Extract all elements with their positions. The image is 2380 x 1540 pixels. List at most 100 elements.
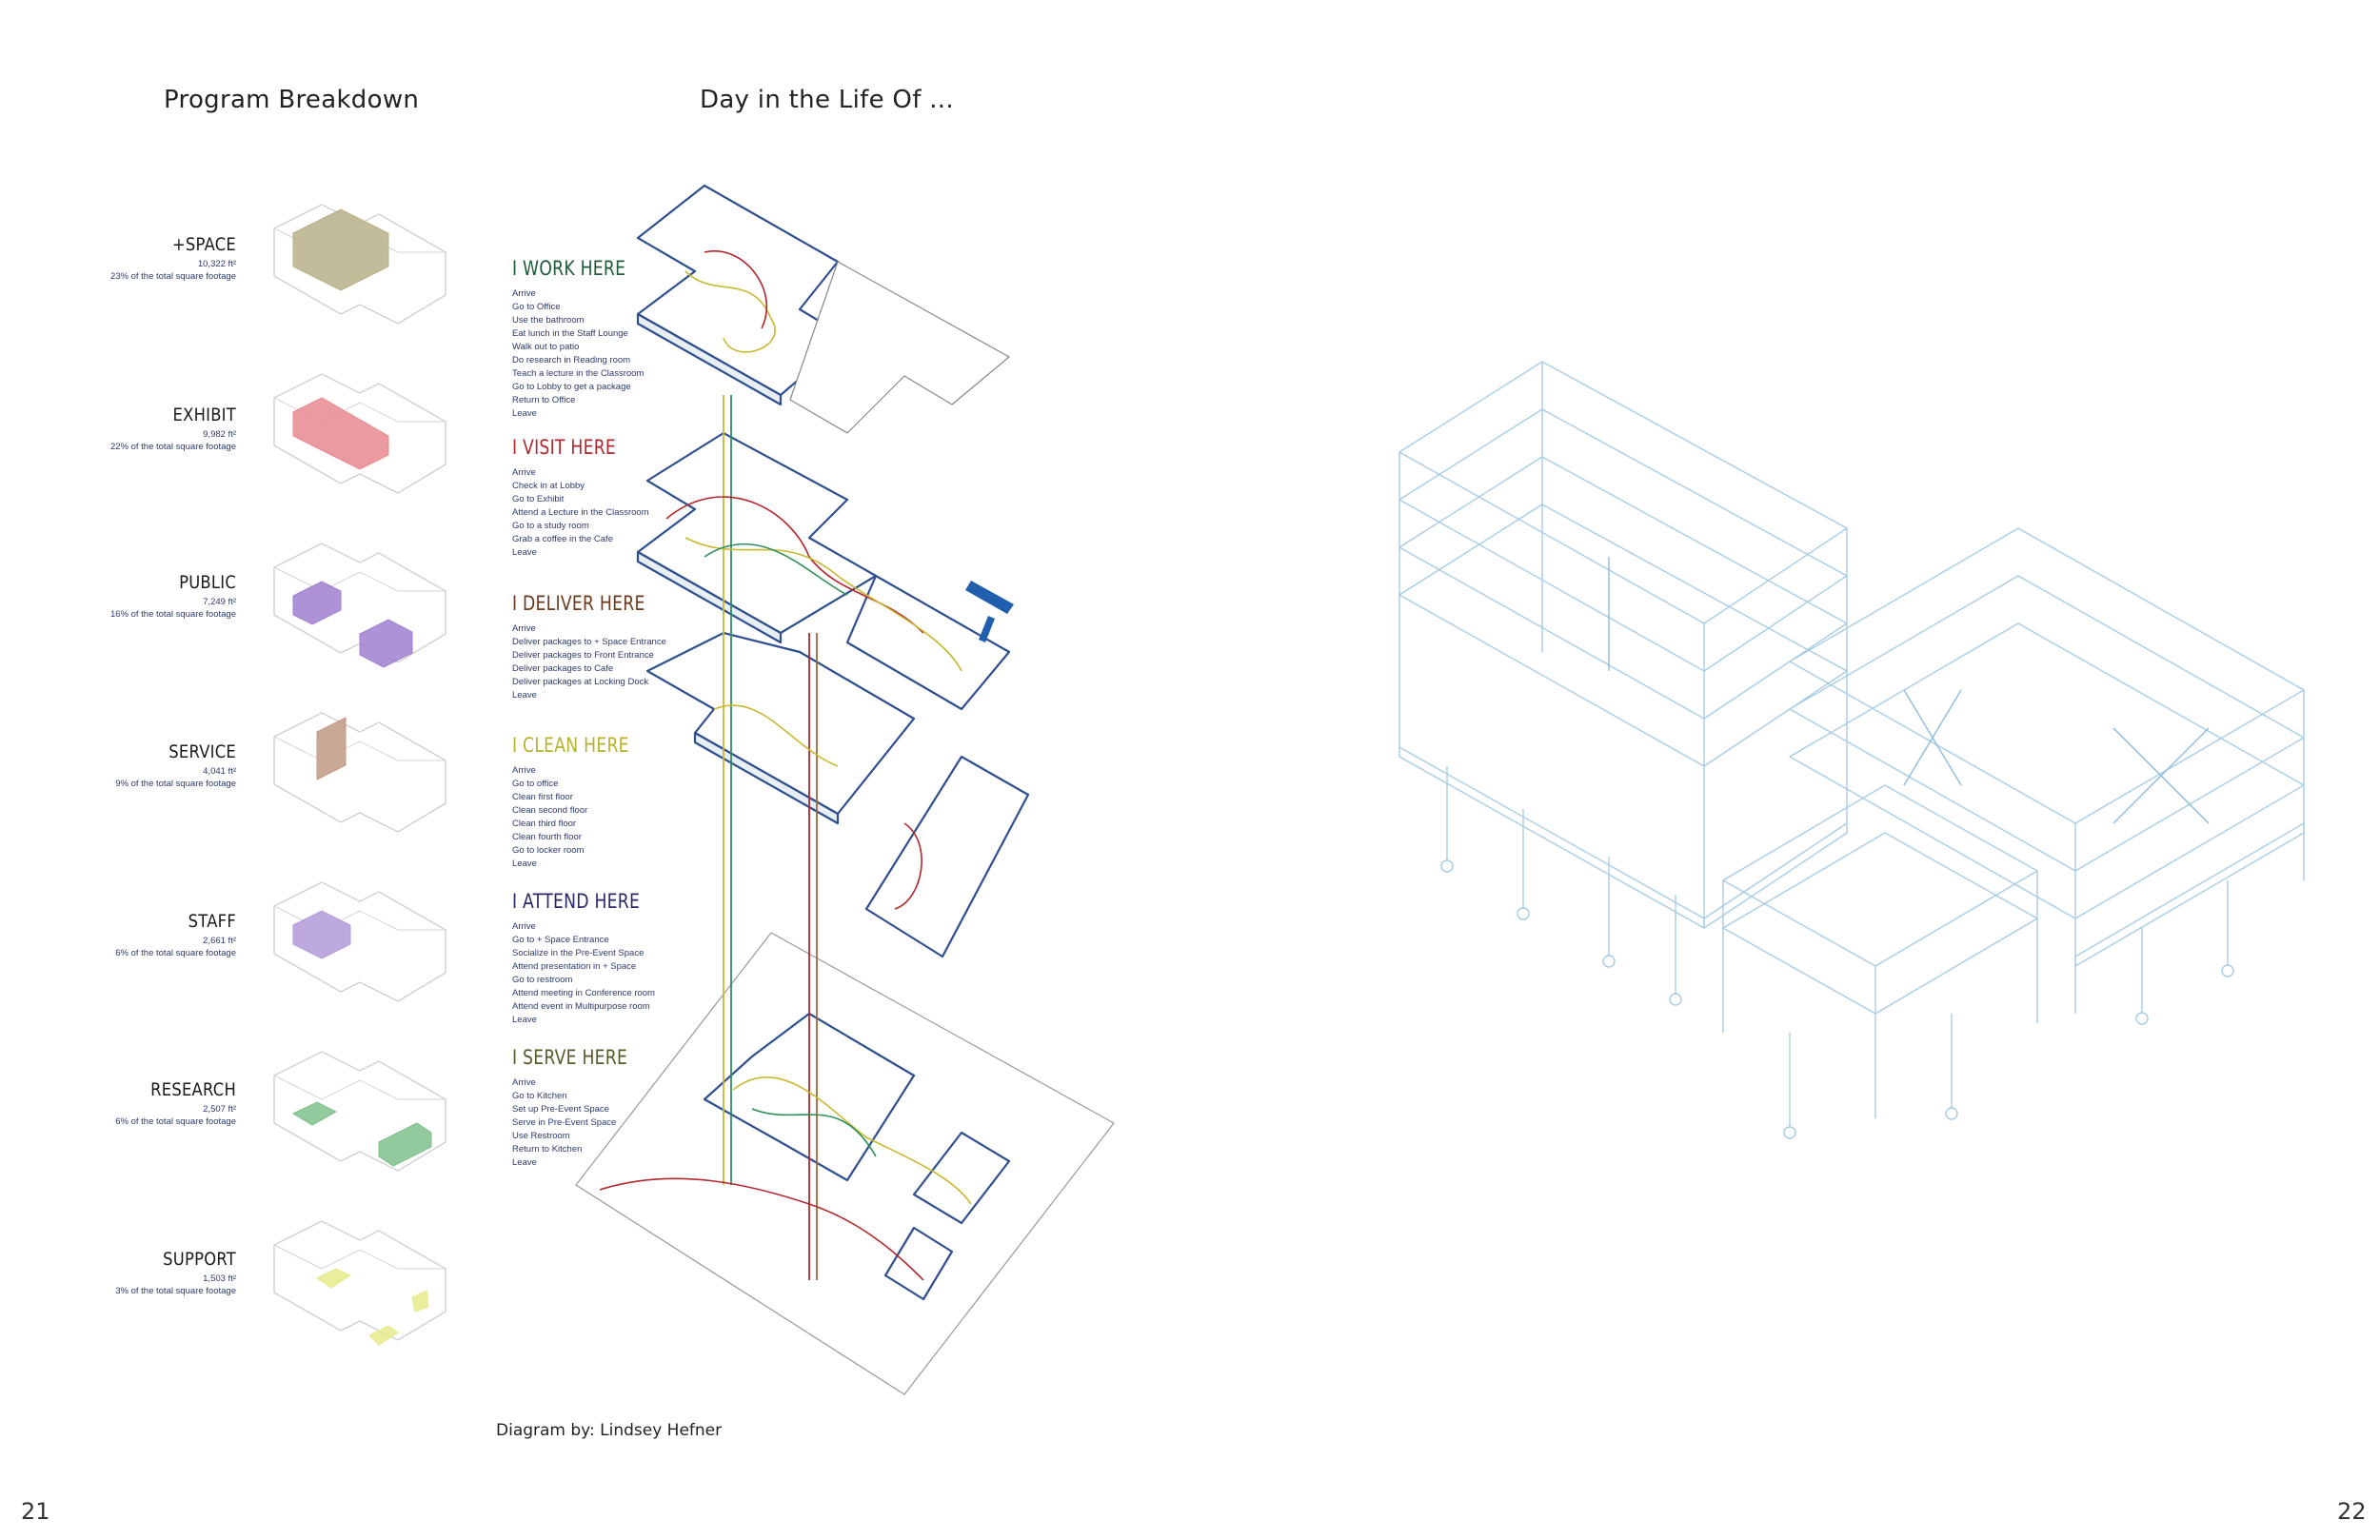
program-percentage: 3% of the total square footage: [115, 1286, 236, 1296]
persona-step: Leave: [512, 408, 537, 419]
program-name: SUPPORT: [163, 1249, 236, 1270]
persona-step: Go to a study room: [512, 521, 589, 531]
diagram-credit: Diagram by: Lindsey Hefner: [496, 1421, 723, 1440]
program-name: +SPACE: [171, 234, 236, 255]
persona-step: Check in at Lobby: [512, 481, 585, 491]
program-volume: [316, 717, 347, 780]
program-percentage: 22% of the total square footage: [109, 442, 236, 452]
program-percentage: 23% of the total square footage: [109, 271, 236, 282]
persona-title: I SERVE HERE: [512, 1046, 628, 1069]
persona-step: Clean third floor: [512, 819, 577, 829]
persona-step: Leave: [512, 1015, 537, 1025]
building-edge: [273, 1244, 446, 1270]
structural-frame-axonometric: [1398, 361, 2305, 1139]
persona-step: Leave: [512, 547, 537, 558]
program-volume: [292, 581, 342, 625]
persona-step: Leave: [512, 1157, 537, 1168]
persona-step: Go to Lobby to get a package: [512, 382, 631, 392]
program-massing-diagram: [273, 204, 446, 325]
program-staff: STAFF 2,661 ft² 6% of the total square f…: [95, 911, 236, 958]
persona-step: Do research in Reading room: [512, 355, 631, 365]
exploded-axonometric-diagram: [575, 184, 1115, 1395]
program-percentage: 6% of the total square footage: [115, 1116, 236, 1127]
program-support: SUPPORT 1,503 ft² 3% of the total square…: [95, 1249, 236, 1296]
persona-step: Deliver packages at Locking Dock: [512, 677, 649, 687]
persona-step: Go to office: [512, 779, 559, 789]
persona-step: Arrive: [512, 765, 536, 776]
persona-step: Use Restroom: [512, 1131, 570, 1141]
persona-step: Deliver packages to Cafe: [512, 663, 614, 674]
persona-title: I DELIVER HERE: [512, 592, 645, 615]
persona-step: Attend meeting in Conference room: [512, 988, 655, 998]
program-name: PUBLIC: [179, 572, 236, 593]
program-name: RESEARCH: [150, 1079, 236, 1100]
program-research: RESEARCH 2,507 ft² 6% of the total squar…: [95, 1079, 236, 1127]
program-percentage: 9% of the total square footage: [115, 779, 236, 789]
program-massing-diagram: [273, 1051, 446, 1172]
building-edge: [273, 566, 446, 592]
program-volume: [316, 1268, 352, 1289]
persona-step: Leave: [512, 690, 537, 701]
building-edge: [273, 736, 446, 761]
accent-panels: [965, 581, 1014, 642]
vertical-circulation-lines: [723, 395, 818, 1280]
program-name: STAFF: [188, 911, 236, 932]
persona-step: Serve in Pre-Event Space: [512, 1117, 617, 1128]
fourth-floor-wing: [789, 261, 1010, 434]
main-block-frame: [1398, 361, 1848, 929]
program-area: 2,661 ft²: [203, 936, 236, 946]
program-area: 10,322 ft²: [197, 259, 236, 269]
program-volume: [291, 1101, 338, 1126]
persona-step: Arrive: [512, 1077, 536, 1088]
program-volume: [359, 619, 413, 668]
program-exhibit: EXHIBIT 9,982 ft² 22% of the total squar…: [95, 405, 236, 452]
program-massing-diagram: [273, 373, 446, 494]
support-piers: [1440, 766, 2234, 1139]
persona-step: Return to Office: [512, 395, 576, 405]
program-percentage: 16% of the total square footage: [109, 609, 236, 620]
persona-step: Clean second floor: [512, 805, 588, 816]
program-space: +SPACE 10,322 ft² 23% of the total squar…: [95, 234, 236, 282]
persona-step: Clean first floor: [512, 792, 573, 802]
persona-step: Attend event in Multipurpose room: [512, 1001, 650, 1012]
persona-step: Grab a coffee in the Cafe: [512, 534, 613, 544]
program-area: 9,982 ft²: [203, 429, 236, 440]
persona-step: Walk out to patio: [512, 342, 580, 352]
program-massing-diagram: [273, 712, 446, 833]
persona-step: Arrive: [512, 467, 536, 478]
program-massing-diagram: [273, 881, 446, 1002]
persona-step: Set up Pre-Event Space: [512, 1104, 609, 1115]
program-volume: [292, 208, 389, 291]
persona-title: I CLEAN HERE: [512, 734, 629, 757]
persona-step: Go to restroom: [512, 975, 573, 985]
persona-step: Go to locker room: [512, 845, 585, 856]
persona-step: Eat lunch in the Staff Lounge: [512, 328, 628, 339]
persona-step: Go to Kitchen: [512, 1091, 567, 1101]
building-outline: [273, 1220, 446, 1341]
persona-step: Teach a lecture in the Classroom: [512, 368, 645, 379]
persona-step: Arrive: [512, 921, 536, 932]
persona-step: Attend presentation in + Space: [512, 961, 637, 972]
program-volume: [292, 910, 351, 959]
day-in-life-heading: Day in the Life Of ...: [700, 86, 954, 114]
persona-step: Leave: [512, 859, 537, 869]
program-public: PUBLIC 7,249 ft² 16% of the total square…: [95, 572, 236, 620]
program-massing-diagram: [273, 543, 446, 668]
program-area: 2,507 ft²: [203, 1104, 236, 1115]
building-outline: [273, 712, 446, 833]
program-volume: [378, 1122, 432, 1167]
program-service: SERVICE 4,041 ft² 9% of the total square…: [95, 741, 236, 789]
building-edge: [273, 1075, 446, 1100]
program-volume: [292, 397, 389, 470]
persona-step: Clean fourth floor: [512, 832, 582, 842]
cross-bracing: [1608, 557, 2210, 824]
program-breakdown-heading: Program Breakdown: [164, 86, 420, 114]
program-volume: [411, 1290, 429, 1313]
